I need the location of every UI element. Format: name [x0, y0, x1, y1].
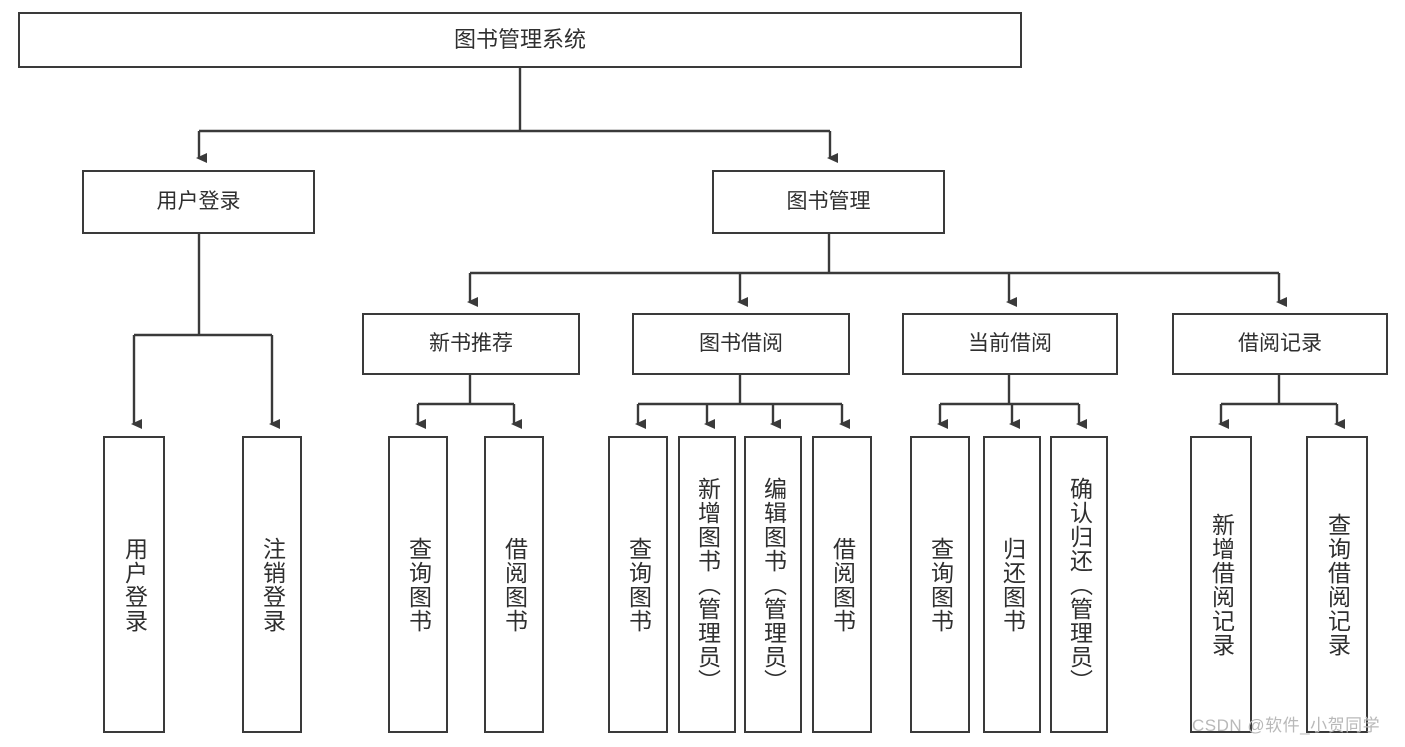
node-label: 图书管理系统 — [453, 26, 586, 52]
leaf-query-borrow-record[interactable]: 查询借阅记录 — [1306, 436, 1368, 733]
node-new-book-recommend[interactable]: 新书推荐 — [362, 313, 580, 375]
node-label: 借阅图书 — [829, 536, 856, 633]
node-book-management[interactable]: 图书管理 — [712, 170, 945, 234]
node-label: 注销登录 — [259, 536, 286, 633]
node-label: 查询图书 — [625, 536, 652, 633]
node-label: 当前借阅 — [968, 332, 1052, 356]
node-root[interactable]: 图书管理系统 — [18, 12, 1022, 68]
leaf-add-book-admin[interactable]: 新增图书（管理员） — [678, 436, 736, 733]
node-label: 查询图书 — [927, 536, 954, 633]
node-label: 借阅记录 — [1238, 332, 1322, 356]
node-user-login[interactable]: 用户登录 — [82, 170, 315, 234]
node-label: 用户登录 — [156, 190, 241, 214]
leaf-borrow-book[interactable]: 借阅图书 — [812, 436, 872, 733]
node-label: 图书借阅 — [699, 332, 783, 356]
node-current-borrow[interactable]: 当前借阅 — [902, 313, 1118, 375]
node-borrow-record[interactable]: 借阅记录 — [1172, 313, 1388, 375]
leaf-query-book-current[interactable]: 查询图书 — [910, 436, 970, 733]
node-label: 查询图书 — [405, 536, 432, 633]
node-label: 借阅图书 — [501, 536, 528, 633]
leaf-user-login[interactable]: 用户登录 — [103, 436, 165, 733]
leaf-confirm-return-admin[interactable]: 确认归还（管理员） — [1050, 436, 1108, 733]
node-label: 新增图书（管理员） — [694, 476, 721, 693]
node-label: 新书推荐 — [429, 332, 513, 356]
node-label: 归还图书 — [999, 536, 1026, 633]
node-label: 查询借阅记录 — [1324, 512, 1351, 657]
node-book-borrow[interactable]: 图书借阅 — [632, 313, 850, 375]
leaf-query-book-borrow[interactable]: 查询图书 — [608, 436, 668, 733]
leaf-add-borrow-record[interactable]: 新增借阅记录 — [1190, 436, 1252, 733]
node-label: 确认归还（管理员） — [1066, 476, 1093, 693]
node-label: 用户登录 — [121, 536, 148, 633]
node-label: 新增借阅记录 — [1208, 512, 1235, 657]
leaf-query-book-recommend[interactable]: 查询图书 — [388, 436, 448, 733]
leaf-return-book[interactable]: 归还图书 — [983, 436, 1041, 733]
node-label: 编辑图书（管理员） — [760, 476, 787, 693]
leaf-logout[interactable]: 注销登录 — [242, 436, 302, 733]
leaf-edit-book-admin[interactable]: 编辑图书（管理员） — [744, 436, 802, 733]
leaf-borrow-book-recommend[interactable]: 借阅图书 — [484, 436, 544, 733]
node-label: 图书管理 — [786, 190, 871, 214]
